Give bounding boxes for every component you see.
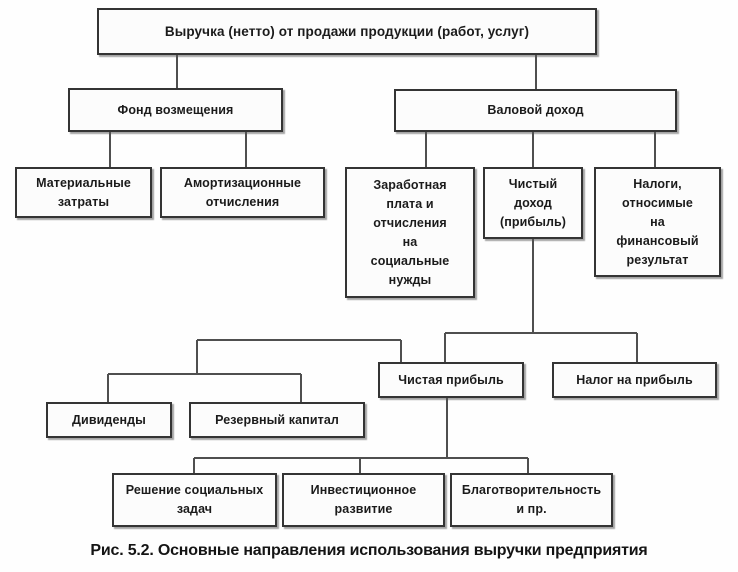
node-charity: Благотворительность и пр. xyxy=(450,473,613,527)
node-net-profit: Чистая прибыль xyxy=(378,362,524,398)
node-social-tasks: Решение социальных задач xyxy=(112,473,277,527)
node-compensation-fund: Фонд возмещения xyxy=(68,88,283,132)
node-profit-tax: Налог на прибыль xyxy=(552,362,717,398)
node-taxes-fin-result: Налоги, относимые на финансовый результа… xyxy=(594,167,721,277)
node-net-income: Чистый доход (прибыль) xyxy=(483,167,583,239)
node-depreciation: Амортизационные отчисления xyxy=(160,167,325,218)
node-dividends: Дивиденды xyxy=(46,402,172,438)
node-wages-social: Заработная плата и отчисления на социаль… xyxy=(345,167,475,298)
node-net-revenue: Выручка (нетто) от продажи продукции (ра… xyxy=(97,8,597,55)
node-reserve-capital: Резервный капитал xyxy=(189,402,365,438)
figure-caption: Рис. 5.2. Основные направления использов… xyxy=(90,542,648,559)
node-investment: Инвестиционное развитие xyxy=(282,473,445,527)
node-material-costs: Материальные затраты xyxy=(15,167,152,218)
node-gross-income: Валовой доход xyxy=(394,89,677,132)
